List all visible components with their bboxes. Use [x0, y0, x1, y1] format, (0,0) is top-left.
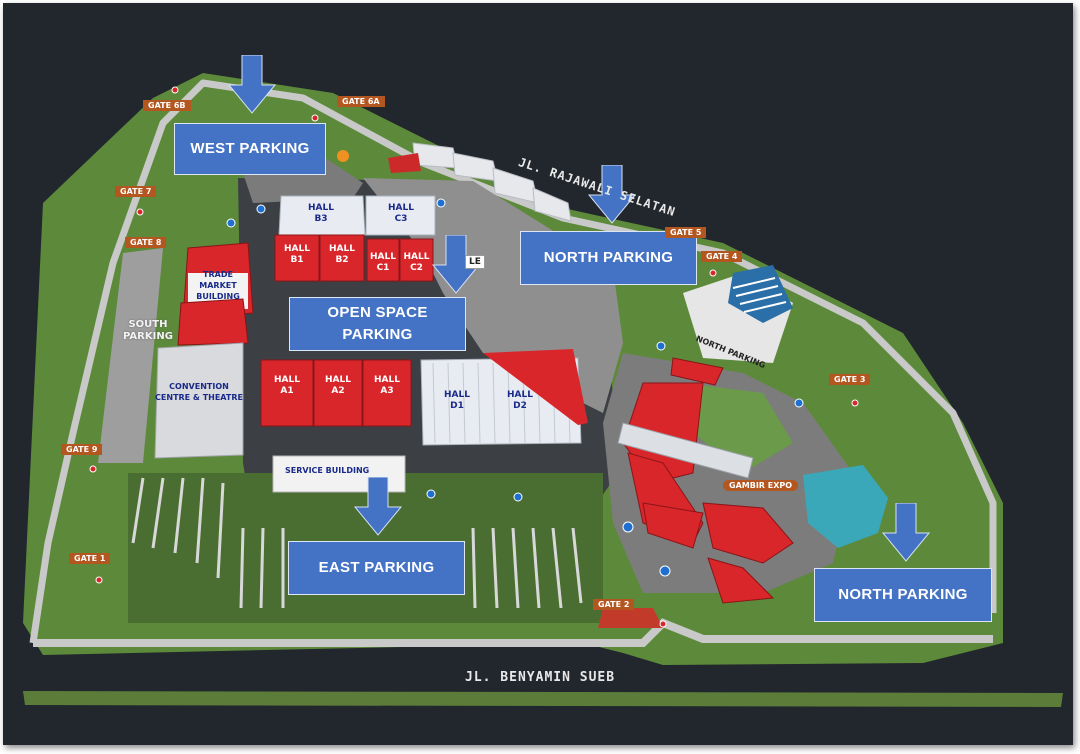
north-parking-top-label: NORTH PARKING: [520, 231, 697, 285]
hall-c3-roof: [365, 195, 436, 236]
map-frame: WEST PARKING NORTH PARKING OPEN SPACE PA…: [3, 3, 1073, 745]
gate-markers: [89, 86, 859, 628]
east-parking-rows: [131, 477, 583, 609]
venue-map-graphic: [23, 73, 1063, 707]
location-markers: [226, 198, 804, 577]
convention-centre-label: CONVENTION CENTRE & THEATRE: [155, 382, 243, 402]
hall-d2-label: HALL D2: [507, 390, 533, 411]
west-parking-marker: [337, 150, 349, 162]
hall-c1-roof: [366, 238, 400, 282]
gambir-expo-complex: [622, 357, 794, 604]
north-parking-top-arrow: [587, 165, 637, 224]
hall-b3-roof: [278, 195, 366, 236]
hall-a3-label: HALL A3: [374, 375, 400, 396]
east-parking-arrow: [353, 477, 403, 536]
trade-market-lower-roof: [177, 298, 249, 346]
gate-8-label: GATE 8: [125, 237, 167, 248]
hall-a2-label: HALL A2: [325, 375, 351, 396]
gambir-lawn: [683, 383, 793, 473]
hall-a1-roof: [260, 359, 314, 427]
gate-6a-label: GATE 6A: [337, 96, 385, 107]
west-parking-label: WEST PARKING: [174, 123, 326, 175]
hall-a2-roof: [313, 359, 363, 427]
open-space-parking-arrow: [431, 235, 481, 294]
north-parking-bottom-arrow: [881, 503, 931, 562]
north-parking-bottom-label: NORTH PARKING: [814, 568, 992, 622]
gate-2-label: GATE 2: [593, 599, 635, 610]
east-parking-label: EAST PARKING: [288, 541, 465, 595]
hall-b1-label: HALL B1: [284, 244, 310, 265]
hall-b1-roof: [274, 234, 320, 282]
gate-5-label: GATE 5: [665, 227, 707, 238]
gate-7-label: GATE 7: [115, 186, 157, 197]
west-parking-arrow: [227, 55, 277, 114]
small-red-building: [388, 153, 421, 173]
south-parking-label: SOUTH PARKING: [123, 319, 173, 342]
hall-a1-label: HALL A1: [274, 375, 300, 396]
hall-c2-label: HALL C2: [403, 252, 430, 273]
open-space-parking-label: OPEN SPACE PARKING: [289, 297, 466, 351]
hall-d1-label: HALL D1: [444, 390, 470, 411]
hotel-building: [728, 265, 793, 323]
gate-6b-label: GATE 6B: [143, 100, 191, 111]
hall-b3-label: HALL B3: [308, 203, 334, 224]
hotel-stripes: [732, 277, 787, 313]
hall-c2-roof: [399, 238, 434, 282]
service-building-label: SERVICE BUILDING: [285, 466, 370, 475]
hall-d-red-trim: [483, 349, 588, 425]
north-white-buildings: [412, 142, 572, 222]
hall-c3-label: HALL C3: [388, 203, 414, 224]
gate-9-label: GATE 9: [61, 444, 103, 455]
gambir-expo-white-wing: [617, 422, 754, 479]
hall-b2-roof: [319, 234, 365, 282]
convention-building: [154, 342, 244, 459]
gambir-expo-label: GAMBIR EXPO: [723, 480, 799, 491]
gate-4-label: GATE 4: [701, 251, 743, 262]
south-parking-strip: [98, 248, 163, 463]
benyamin-street-label: JL. BENYAMIN SUEB: [465, 670, 616, 685]
gate-2-structure: [598, 608, 663, 628]
gate-3-label: GATE 3: [829, 374, 871, 385]
pond: [803, 465, 888, 548]
partial-sign: LE: [465, 255, 485, 269]
trade-market-label: TRADE MARKET BUILDING: [196, 270, 240, 301]
perimeter-road: [29, 79, 997, 644]
hall-a3-roof: [362, 359, 412, 427]
benyamin-road-strip: [23, 691, 1063, 707]
hall-c1-label: HALL C1: [370, 252, 396, 273]
gate-1-label: GATE 1: [69, 553, 111, 564]
hall-b2-label: HALL B2: [329, 244, 355, 265]
